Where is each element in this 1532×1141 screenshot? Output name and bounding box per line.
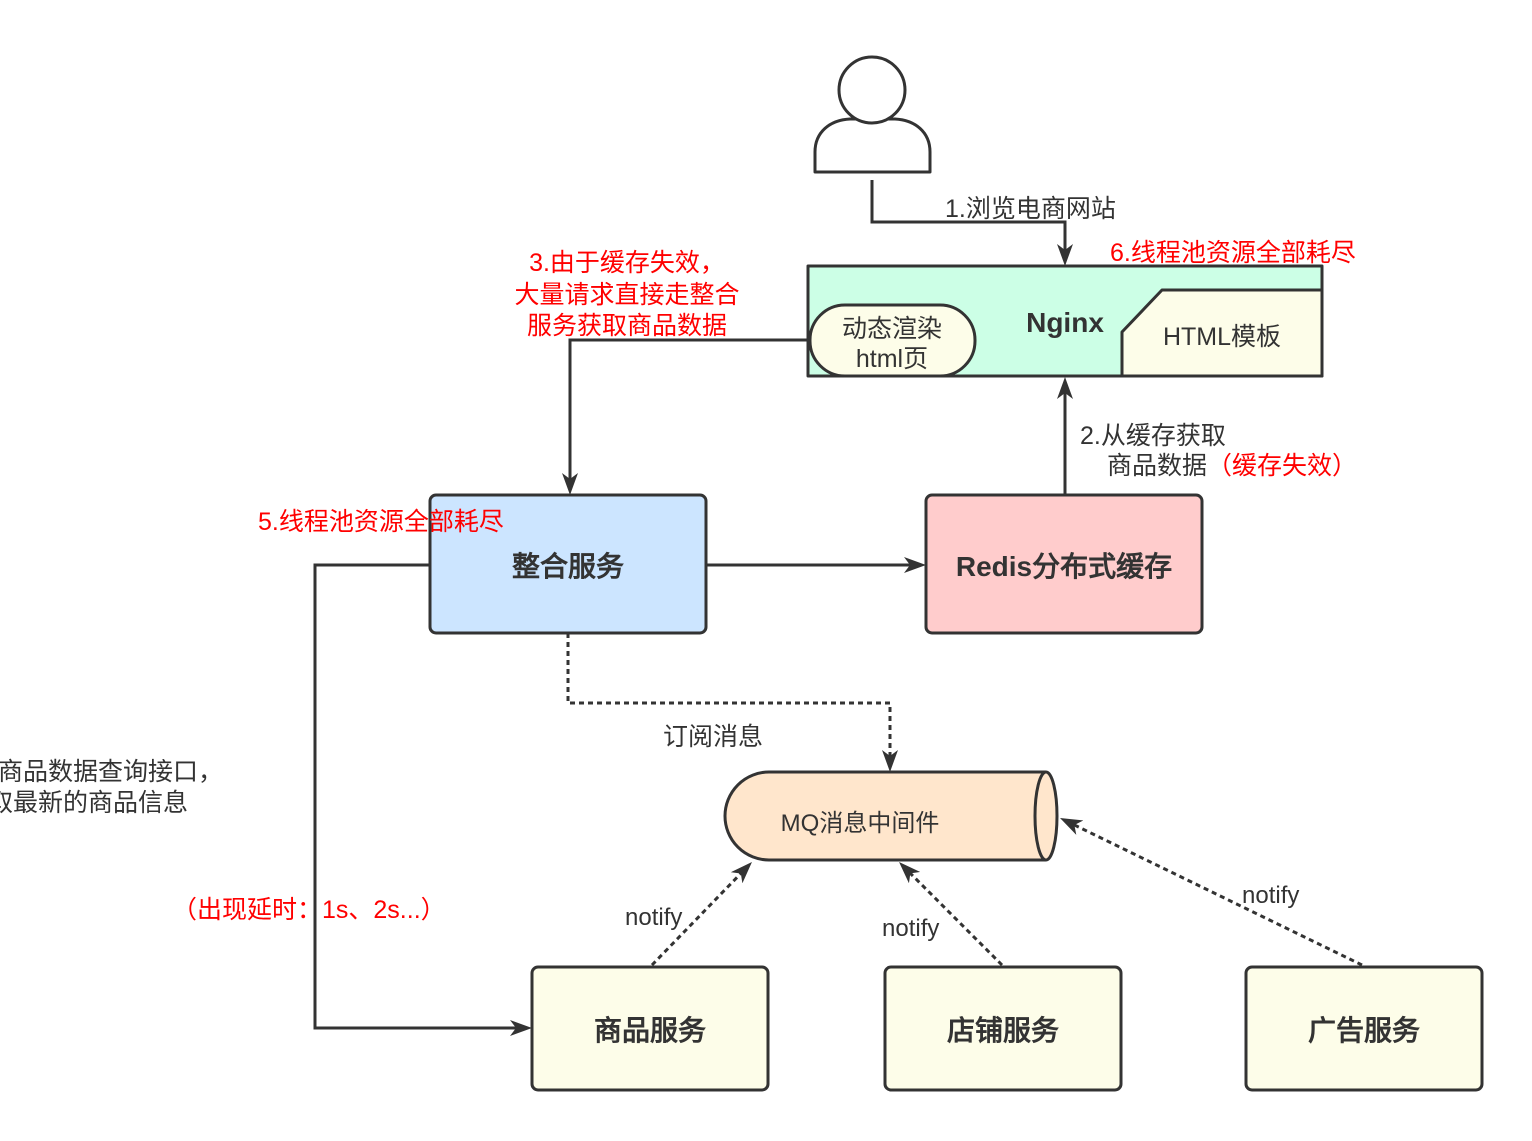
shop-service-node: 店铺服务 bbox=[883, 965, 1123, 1092]
edge-user-to-nginx bbox=[870, 180, 1073, 266]
ad-service-node: 广告服务 bbox=[1244, 965, 1484, 1092]
mq-label: MQ消息中间件 bbox=[781, 810, 940, 837]
annotation-integration-exhausted: 5.线程池资源全部耗尽 bbox=[258, 508, 504, 536]
edge-label-cache-fetch-text: 商品数据 bbox=[1107, 452, 1207, 480]
shop-service-label: 店铺服务 bbox=[947, 1015, 1059, 1046]
edge-ad-notify-mq bbox=[1060, 817, 1363, 967]
edge-nginx-to-integration bbox=[562, 338, 808, 495]
ad-service-box bbox=[1244, 965, 1484, 1092]
mq-cylinder-cap bbox=[1033, 770, 1047, 862]
dynamic-render-label-line1: 动态渲染 bbox=[842, 315, 942, 343]
dynamic-render-shape bbox=[808, 303, 977, 378]
annotation-delay: （出现延时：1s、2s...） bbox=[172, 896, 446, 924]
html-template-shape bbox=[1120, 288, 1324, 378]
user-icon bbox=[813, 55, 932, 174]
product-service-label: 商品服务 bbox=[594, 1015, 706, 1046]
edge-label-cache-fetch-line1: 2.从缓存获取 bbox=[1080, 422, 1226, 450]
nginx-node: Nginx 动态渲染 html页 HTML模板 bbox=[806, 264, 1324, 378]
integration-service-node: 整合服务 bbox=[428, 493, 708, 635]
annotation-cache-miss-line1: 3.由于缓存失效， bbox=[529, 249, 725, 277]
redis-cache-label: Redis分布式缓存 bbox=[956, 550, 1172, 582]
connectors bbox=[313, 180, 1363, 1036]
redis-cache-node: Redis分布式缓存 bbox=[924, 493, 1204, 635]
dynamic-render-label-line2: html页 bbox=[856, 345, 928, 373]
html-template-card: HTML模板 bbox=[1120, 288, 1324, 378]
edge-label-notify-shop: notify bbox=[882, 915, 939, 942]
integration-service-box bbox=[428, 493, 708, 635]
edge-integration-to-product-service bbox=[313, 563, 532, 1036]
redis-cache-box bbox=[924, 493, 1204, 635]
html-template-label: HTML模板 bbox=[1163, 323, 1281, 351]
nginx-title: Nginx bbox=[1026, 307, 1104, 338]
annotation-cache-miss-line3: 服务获取商品数据 bbox=[527, 312, 727, 340]
edge-label-cache-fetch-line2: 商品数据（缓存失效） bbox=[1107, 452, 1357, 480]
edge-label-cache-miss-note: （缓存失效） bbox=[1207, 452, 1357, 480]
product-service-box bbox=[530, 965, 770, 1092]
dynamic-render-pill: 动态渲染 html页 bbox=[808, 303, 977, 378]
integration-service-label: 整合服务 bbox=[512, 550, 624, 582]
product-service-node: 商品服务 bbox=[530, 965, 770, 1092]
annotation-cache-miss-line2: 大量请求直接走整合 bbox=[514, 281, 739, 309]
edge-labels: 1.浏览电商网站 2.从缓存获取 商品数据（缓存失效） 订阅消息 notify … bbox=[625, 195, 1357, 942]
annotation-query-interface-line1: 商品数据查询接口， bbox=[0, 758, 223, 786]
edge-label-notify-ad: notify bbox=[1242, 882, 1299, 909]
user-body bbox=[813, 117, 932, 174]
edge-label-subscribe: 订阅消息 bbox=[663, 723, 763, 751]
mq-node: MQ消息中间件 bbox=[723, 770, 1059, 862]
edge-shop-notify-mq bbox=[899, 862, 1004, 967]
annotation-nginx-exhausted: 6.线程池资源全部耗尽 bbox=[1110, 239, 1356, 267]
annotations: 6.线程池资源全部耗尽 3.由于缓存失效， 大量请求直接走整合 服务获取商品数据… bbox=[0, 239, 1356, 924]
user-head bbox=[837, 55, 907, 125]
shop-service-box bbox=[883, 965, 1123, 1092]
edge-product-notify-mq bbox=[650, 861, 752, 967]
annotation-query-interface-line2: 取最新的商品信息 bbox=[0, 789, 188, 817]
edge-label-notify-product: notify bbox=[625, 904, 682, 931]
ad-service-label: 广告服务 bbox=[1308, 1015, 1420, 1046]
edge-label-browse: 1.浏览电商网站 bbox=[945, 195, 1116, 223]
